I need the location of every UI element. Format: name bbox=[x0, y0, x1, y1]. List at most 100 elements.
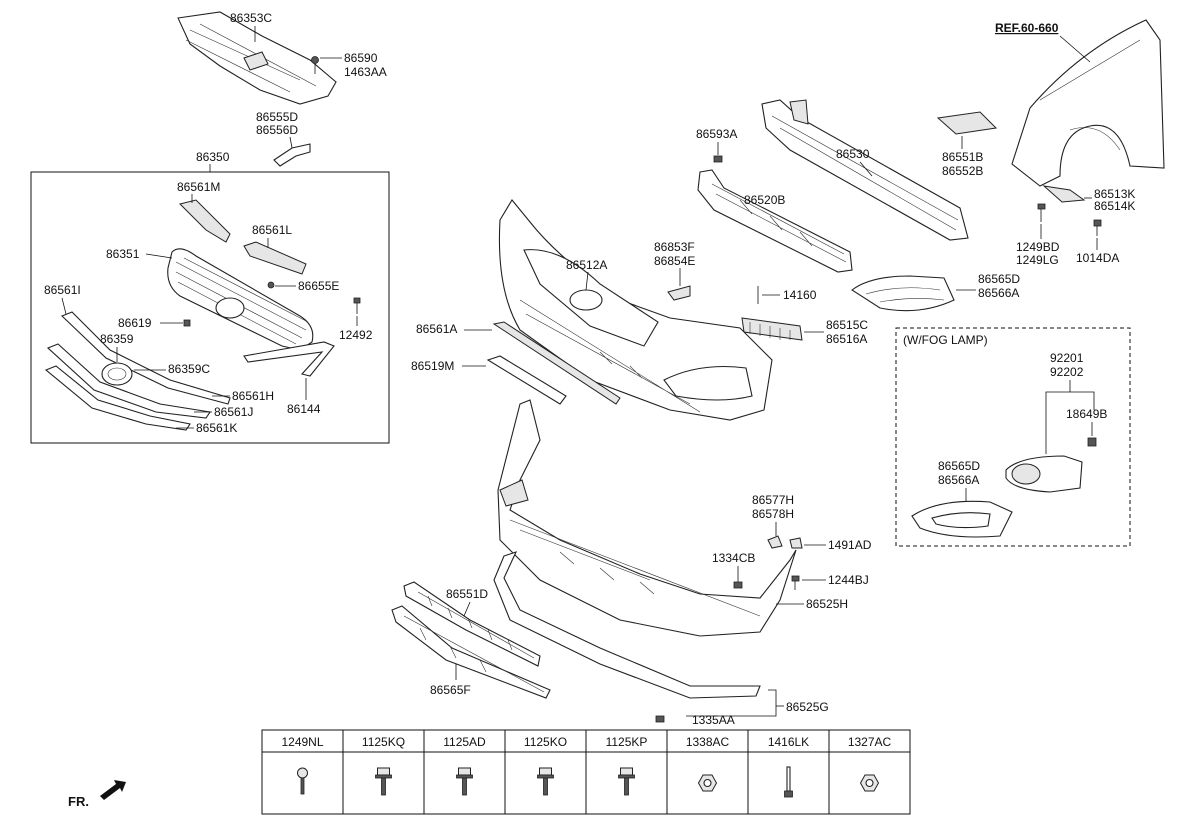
strip-86561A bbox=[492, 321, 621, 405]
grille-strip-86561K bbox=[44, 365, 191, 431]
label-86566A-fog: 86566A bbox=[938, 473, 979, 487]
label-1244BJ: 1244BJ bbox=[828, 573, 869, 587]
fastener-cell: 1416LK bbox=[747, 729, 830, 815]
fastener-cell: 1125AD bbox=[423, 729, 506, 815]
label-86525G: 86525G bbox=[786, 700, 829, 714]
label-92201: 92201 bbox=[1050, 351, 1084, 365]
label-86353C: 86353C bbox=[230, 11, 272, 25]
fog-garnish-86565D bbox=[851, 275, 955, 312]
front-arrow-icon bbox=[100, 780, 126, 800]
grille-assembly-box bbox=[30, 171, 390, 444]
label-14160: 14160 bbox=[783, 288, 817, 302]
fastener-cell: 1338AC bbox=[666, 729, 749, 815]
bracket-86577H bbox=[767, 535, 783, 549]
fastener-code: 1249NL bbox=[281, 735, 323, 749]
label-1014DA: 1014DA bbox=[1076, 251, 1119, 265]
fog-lamp-92201 bbox=[1005, 455, 1083, 493]
label-86516A: 86516A bbox=[826, 332, 867, 346]
label-92202: 92202 bbox=[1050, 365, 1084, 379]
label-86512A: 86512A bbox=[566, 258, 607, 272]
lower-grille-86551D bbox=[403, 581, 541, 667]
fastener-code: 1125KO bbox=[524, 735, 567, 749]
label-86619: 86619 bbox=[118, 316, 152, 330]
label-86561K: 86561K bbox=[196, 421, 237, 435]
label-86551B: 86551B bbox=[942, 150, 983, 164]
label-86525H: 86525H bbox=[806, 597, 848, 611]
label-86590: 86590 bbox=[344, 51, 378, 65]
clip-86590 bbox=[311, 56, 319, 74]
fastener-cell: 1327AC bbox=[828, 729, 911, 815]
label-86565D-top: 86565D bbox=[978, 272, 1020, 286]
label-86515C: 86515C bbox=[826, 318, 868, 332]
label-1249LG: 1249LG bbox=[1016, 253, 1059, 267]
label-86561L: 86561L bbox=[252, 223, 292, 237]
screw-1244BJ bbox=[791, 575, 800, 590]
energy-absorber-86520B bbox=[697, 169, 853, 273]
label-86144: 86144 bbox=[287, 402, 321, 416]
clip-1491AD bbox=[789, 537, 803, 549]
nut-icon bbox=[697, 774, 718, 792]
label-86551D: 86551D bbox=[446, 587, 488, 601]
fastener-code: 1125KP bbox=[606, 735, 648, 749]
label-86530: 86530 bbox=[836, 147, 870, 161]
flange-bolt-icon bbox=[375, 767, 392, 796]
bulb-18649B bbox=[1087, 437, 1097, 447]
label-1249BD: 1249BD bbox=[1016, 240, 1060, 254]
bracket-86551B bbox=[936, 111, 998, 135]
flange-bolt-icon bbox=[456, 767, 473, 796]
fastener-code: 1338AC bbox=[686, 735, 730, 749]
emblem-86359 bbox=[101, 362, 133, 386]
label-1463AA: 1463AA bbox=[344, 65, 387, 79]
bracket-86513K bbox=[1042, 185, 1086, 203]
fog-garnish-86565D-fog bbox=[911, 500, 1013, 538]
screw-12492 bbox=[353, 297, 361, 314]
label-12492: 12492 bbox=[339, 328, 373, 342]
label-1334CB: 1334CB bbox=[712, 551, 755, 565]
label-86561J: 86561J bbox=[214, 405, 253, 419]
fog-lamp-box-label: (W/FOG LAMP) bbox=[903, 333, 988, 347]
label-86561I: 86561I bbox=[44, 283, 81, 297]
label-86351: 86351 bbox=[106, 247, 140, 261]
fog-lamp-box bbox=[895, 327, 1131, 547]
pin-icon bbox=[784, 766, 793, 798]
front-bumper-cover-86512A bbox=[498, 199, 773, 421]
bracket-86515C bbox=[741, 317, 803, 341]
label-86561M: 86561M bbox=[177, 180, 220, 194]
label-86578H: 86578H bbox=[752, 507, 794, 521]
fastener-cell: 1125KQ bbox=[342, 729, 425, 815]
label-86519M: 86519M bbox=[411, 359, 454, 373]
grille-piece-86561M bbox=[179, 199, 231, 243]
lower-garnish-86565F bbox=[391, 605, 551, 699]
label-86655E: 86655E bbox=[298, 279, 339, 293]
label-86556D: 86556D bbox=[256, 123, 298, 137]
fastener-cell: 1249NL bbox=[261, 729, 344, 815]
fastener-code: 1416LK bbox=[768, 735, 809, 749]
grille-piece-86561L bbox=[243, 241, 307, 275]
label-1335AA: 1335AA bbox=[692, 713, 735, 727]
label-86350: 86350 bbox=[196, 150, 230, 164]
fastener-code: 1327AC bbox=[848, 735, 892, 749]
bracket-86853F bbox=[667, 285, 691, 301]
label-86520B: 86520B bbox=[744, 193, 785, 207]
clip-86619 bbox=[183, 319, 191, 327]
nut-icon bbox=[859, 774, 880, 792]
label-86514K: 86514K bbox=[1094, 199, 1135, 213]
label-86577H: 86577H bbox=[752, 493, 794, 507]
label-86566A-top: 86566A bbox=[978, 286, 1019, 300]
clip-1334CB bbox=[733, 581, 743, 589]
lower-bumper-86525H bbox=[497, 399, 797, 637]
upper-cover-part bbox=[177, 11, 337, 105]
label-86359C: 86359C bbox=[168, 362, 210, 376]
label-86853F: 86853F bbox=[654, 240, 695, 254]
label-1491AD: 1491AD bbox=[828, 538, 872, 552]
label-86561A: 86561A bbox=[416, 322, 457, 336]
fender-reference bbox=[1011, 19, 1165, 187]
label-86513K: 86513K bbox=[1094, 187, 1135, 201]
screw-1249BD bbox=[1037, 203, 1046, 222]
strip-86519M bbox=[486, 355, 567, 405]
label-86593A: 86593A bbox=[696, 127, 737, 141]
front-direction-label: FR. bbox=[68, 794, 89, 809]
trim-86144 bbox=[243, 341, 335, 377]
